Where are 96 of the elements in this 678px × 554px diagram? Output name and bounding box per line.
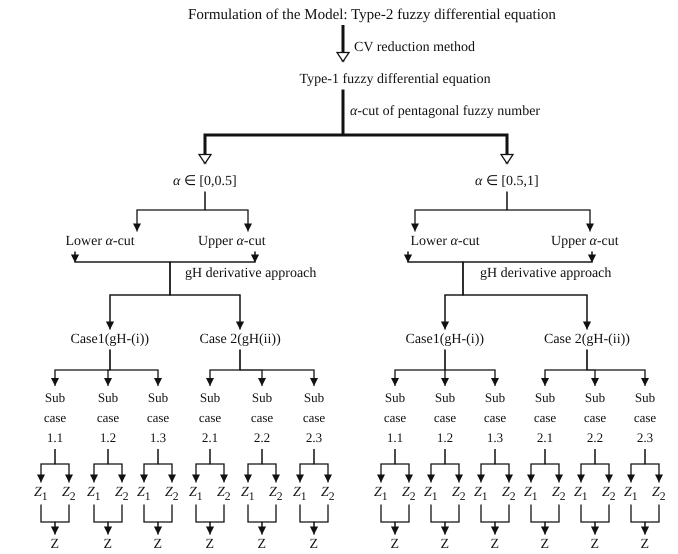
subcase-text: Sub case 1.3 (141, 388, 175, 448)
subcase-text: Sub case 1.2 (91, 388, 125, 448)
variable-text: Z (310, 536, 318, 554)
subcase-text: Sub case 1.2 (428, 388, 462, 448)
arrow (544, 449, 563, 482)
edge-label: gH derivative approach (183, 266, 318, 282)
arrow (169, 252, 259, 330)
arrow (258, 504, 277, 534)
arrow (204, 192, 252, 232)
subcase-text: Sub case 2.3 (297, 388, 331, 448)
arrow (444, 449, 463, 482)
subcase-text: Sub case 1.3 (478, 388, 512, 448)
variable-text: Z$_{2}$ (502, 484, 516, 504)
arrow (506, 192, 594, 232)
variable-text: Z$_{1}$ (34, 484, 48, 504)
variable-text: Z$_{1}$ (189, 484, 203, 504)
variable-text: Z$_{1}$ (574, 484, 588, 504)
arrow (239, 350, 318, 386)
variable-text: Z (258, 536, 266, 554)
edge-label: α-cut of pentagonal fuzzy number (348, 104, 542, 120)
arrow (104, 504, 123, 534)
arrow (541, 504, 560, 534)
arrow (51, 504, 70, 534)
step-text: Case1(gH-(i)) (406, 332, 484, 348)
arrow (313, 449, 332, 482)
variable-text: Z (440, 536, 450, 554)
step-text: Upper α-cut (198, 234, 266, 250)
arrow (342, 90, 514, 164)
subcase-text: Sub case 2.1 (193, 388, 227, 448)
variable-text: Z (640, 536, 650, 554)
edge-label: gH derivative approach (478, 266, 614, 282)
arrow (591, 504, 610, 534)
variable-text: Z$_{1}$ (87, 484, 101, 504)
arrow (206, 504, 225, 534)
variable-text: Z$_{2}$ (269, 484, 283, 504)
step-text: Case 2(gH(ii)) (200, 332, 281, 348)
step-text: Upper α-cut (551, 234, 619, 250)
variable-text: Z (206, 536, 214, 554)
variable-text: Z$_{1}$ (624, 484, 638, 504)
step-text: Case1(gH-(i)) (70, 332, 150, 348)
variable-text: Z$_{1}$ (241, 484, 255, 504)
variable-text: Z (540, 536, 550, 554)
arrow (494, 449, 513, 482)
variable-text: Z (154, 536, 162, 554)
variable-text: Z$_{2}$ (552, 484, 566, 504)
variable-text: Z$_{1}$ (424, 484, 438, 504)
arrow (107, 449, 126, 482)
variable-text: Z$_{2}$ (115, 484, 129, 504)
subcase-text: Sub case 2.2 (245, 388, 279, 448)
arrow (310, 504, 329, 534)
arrow (54, 449, 73, 482)
subcase-text: Sub case 1.1 (38, 388, 72, 448)
arrow (209, 449, 228, 482)
subcase-text: Sub case 2.2 (578, 388, 612, 448)
arrow (391, 504, 410, 534)
arrow (491, 504, 510, 534)
arrow (644, 449, 663, 482)
variable-text: Z$_{2}$ (62, 484, 76, 504)
subcase-text: Sub case 1.1 (378, 388, 412, 448)
variable-text: Z$_{1}$ (524, 484, 538, 504)
arrow (594, 449, 613, 482)
arrow (261, 449, 280, 482)
variable-text: Z$_{1}$ (293, 484, 307, 504)
variable-text: Z$_{1}$ (474, 484, 488, 504)
arrow (394, 449, 413, 482)
arrow (444, 350, 499, 386)
variable-text: Z$_{2}$ (217, 484, 231, 504)
step-text: Lower α-cut (410, 234, 480, 250)
variable-text: Z (104, 536, 112, 554)
heading-text: Formulation of the Model: Type-2 fuzzy differential equation (188, 6, 556, 24)
variable-text: Z (590, 536, 600, 554)
variable-text: Z$_{2}$ (321, 484, 335, 504)
step-text: Case 2(gH-(ii)) (544, 332, 630, 348)
variable-text: Z$_{2}$ (452, 484, 466, 504)
subcase-text: Sub case 2.1 (528, 388, 562, 448)
variable-text: Z$_{2}$ (402, 484, 416, 504)
arrow (586, 350, 649, 386)
variable-text: Z$_{2}$ (165, 484, 179, 504)
arrow (109, 350, 162, 386)
variable-text: Z$_{1}$ (137, 484, 151, 504)
step-text: Lower α-cut (66, 234, 135, 250)
variable-text: Z$_{1}$ (374, 484, 388, 504)
arrow (336, 25, 350, 62)
variable-text: Z (50, 536, 60, 554)
variable-text: Z$_{2}$ (602, 484, 616, 504)
variable-text: Z (390, 536, 400, 554)
variable-text: Z$_{2}$ (652, 484, 666, 504)
step-text: Type-1 fuzzy differential equation (300, 72, 491, 88)
arrow (154, 504, 173, 534)
subcase-text: Sub case 2.3 (628, 388, 662, 448)
step-text: α ∈ [0.5,1] (475, 174, 539, 190)
arrow (441, 504, 460, 534)
variable-text: Z (490, 536, 500, 554)
step-text: α ∈ [0,0.5] (173, 174, 237, 190)
arrow (157, 449, 176, 482)
arrow (641, 504, 660, 534)
